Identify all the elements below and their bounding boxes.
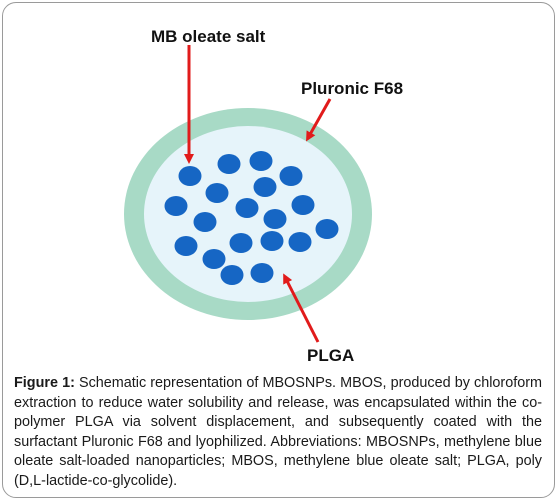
pluronic-label: Pluronic F68 xyxy=(301,79,403,98)
figure-label: Figure 1: xyxy=(14,375,75,391)
mb-oleate-particle xyxy=(202,249,226,269)
mb-oleate-particle xyxy=(220,265,244,285)
mb-oleate-particle xyxy=(229,233,253,253)
pluronic-arrow xyxy=(306,98,332,142)
mb-oleate-particle xyxy=(279,166,303,186)
mb-oleate-particle xyxy=(288,232,312,252)
mb-oleate-particle xyxy=(235,198,259,218)
mb-oleate-particle xyxy=(253,177,277,197)
plga-label: PLGA xyxy=(307,346,354,365)
plga-arrow xyxy=(283,273,320,343)
mb-oleate-particle xyxy=(250,263,274,283)
mb-oleate-particle xyxy=(249,151,273,171)
mb-oleate-particle xyxy=(174,236,198,256)
nanoparticle-diagram: MB oleate salt Pluronic F68 PLGA xyxy=(124,27,403,365)
mb-oleate-label: MB oleate salt xyxy=(151,27,266,46)
mb-oleate-particle xyxy=(193,212,217,232)
mb-oleate-particle xyxy=(217,154,241,174)
mb-oleate-particle xyxy=(178,166,202,186)
mb-oleate-particles xyxy=(164,151,339,285)
mb-oleate-particle xyxy=(263,209,287,229)
mb-oleate-particle xyxy=(205,183,229,203)
figure-caption: Figure 1: Schematic representation of MB… xyxy=(14,374,542,492)
mb-oleate-particle xyxy=(315,219,339,239)
mb-oleate-particle xyxy=(291,195,315,215)
mb-oleate-particle xyxy=(164,196,188,216)
caption-text: Schematic representation of MBOSNPs. MBO… xyxy=(14,375,542,489)
mb-oleate-particle xyxy=(260,231,284,251)
